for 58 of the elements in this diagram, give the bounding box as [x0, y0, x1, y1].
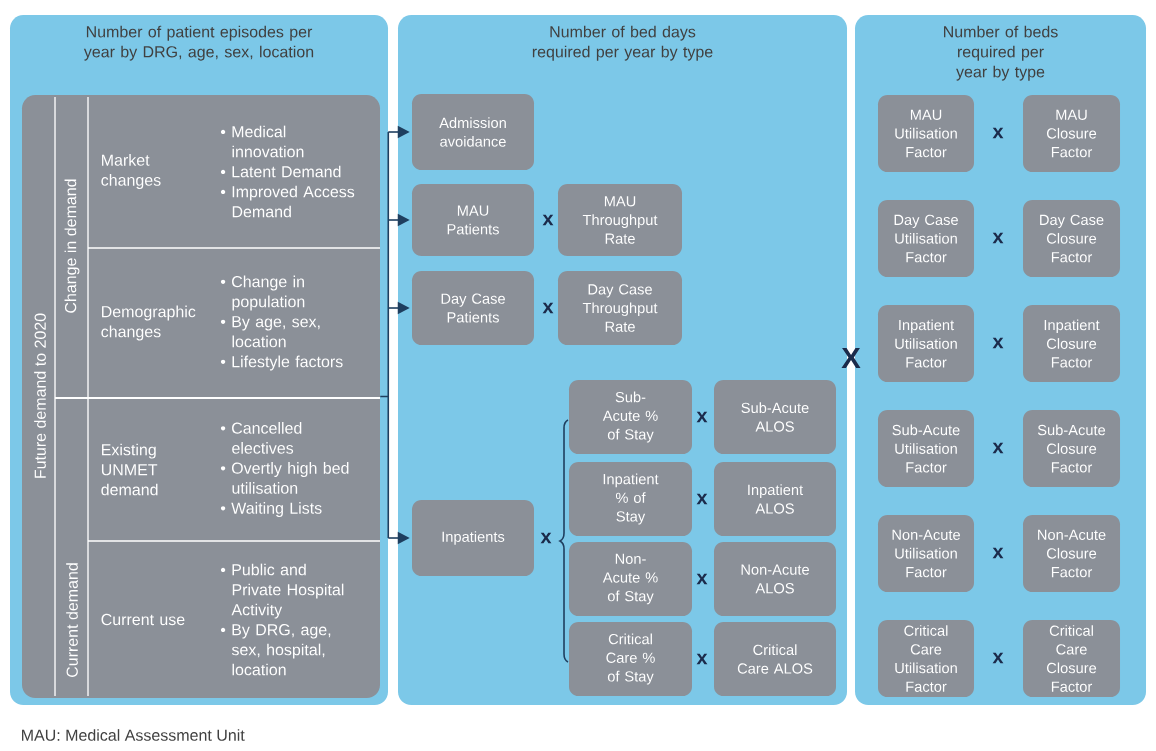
- multiply-sign: x: [696, 493, 708, 505]
- multiply-sign: x: [992, 547, 1004, 559]
- multiply-sign: x: [696, 411, 708, 423]
- bullet-item: • By age, sex, location: [220, 316, 320, 348]
- multiply-sign: x: [696, 653, 708, 665]
- bullet-item: • Overtly high bed utilisation: [220, 462, 349, 494]
- factor-box: MAU Throughput Rate: [558, 184, 682, 256]
- bullet-item: • Latent Demand: [220, 165, 341, 178]
- factor-box: Critical Care Closure Factor: [1023, 620, 1120, 697]
- factor-box: Critical Care ALOS: [714, 622, 836, 696]
- factor-box: Critical Care % of Stay: [569, 622, 692, 696]
- factor-box: Non-Acute % of Stay: [569, 542, 692, 616]
- bullet-item: • Cancelled electives: [220, 422, 302, 454]
- factor-box: Sub-Acute ALOS: [714, 380, 836, 454]
- multiply-sign: x: [696, 573, 708, 585]
- multiply-sign: x: [992, 127, 1004, 139]
- multiply-sign: x: [992, 232, 1004, 244]
- factor-box: Sub-Acute Utilisation Factor: [878, 410, 974, 487]
- factor-box: Day Case Utilisation Factor: [878, 200, 974, 277]
- factor-box: Day Case Throughput Rate: [558, 271, 682, 345]
- factor-box: Non-Acute Closure Factor: [1023, 515, 1120, 592]
- row-heading: Current demand: [66, 563, 78, 677]
- factor-box: Non-Acute Utilisation Factor: [878, 515, 974, 592]
- connector-trunk: [379, 131, 390, 539]
- bullet-item: • Change in population: [220, 275, 305, 311]
- multiply-sign: x: [992, 442, 1004, 454]
- bullet-item: • Medical innovation: [220, 125, 304, 158]
- factor-box: MAU Closure Factor: [1023, 95, 1120, 172]
- factor-box: Inpatient ALOS: [714, 462, 836, 536]
- factor-box: Admission avoidance: [412, 94, 534, 170]
- factor-box: Non-Acute ALOS: [714, 542, 836, 616]
- row-label: Market changes: [101, 154, 161, 189]
- row-label: Existing UNMET demand: [101, 443, 158, 496]
- factor-box: Inpatients: [412, 500, 534, 576]
- factor-box: Day Case Closure Factor: [1023, 200, 1120, 277]
- factor-box: Sub-Acute Closure Factor: [1023, 410, 1120, 487]
- factor-box: MAU Utilisation Factor: [878, 95, 974, 172]
- factor-box: Inpatient % of Stay: [569, 462, 692, 536]
- caption: MAU: Medical Assessment Unit: [22, 729, 245, 741]
- bullet-item: • Waiting Lists: [220, 502, 322, 517]
- row-label: Current use: [101, 613, 185, 626]
- bullet-item: • Improved Access Demand: [220, 185, 355, 218]
- factor-box: Critical Care Utilisation Factor: [878, 620, 974, 697]
- factor-box: Inpatient Utilisation Factor: [878, 305, 974, 382]
- multiply-sign: x: [540, 532, 552, 544]
- row-heading: Change in demand: [64, 179, 80, 313]
- factor-box: MAU Patients: [412, 184, 534, 256]
- row-label: Demographic changes: [101, 305, 196, 341]
- bullet-item: • Public and Private Hospital Activity: [220, 563, 344, 619]
- bullet-item: • By DRG, age, sex, hospital, location: [220, 624, 331, 676]
- factor-box: Sub-Acute % of Stay: [569, 380, 692, 454]
- multiply-sign: x: [542, 214, 554, 226]
- factor-box: Inpatient Closure Factor: [1023, 305, 1120, 382]
- factor-box: Day Case Patients: [412, 271, 534, 345]
- multiply-sign: x: [992, 652, 1004, 664]
- bullet-item: • Lifestyle factors: [220, 355, 343, 371]
- multiply-sign: x: [992, 337, 1004, 349]
- multiply-sign: x: [542, 302, 554, 314]
